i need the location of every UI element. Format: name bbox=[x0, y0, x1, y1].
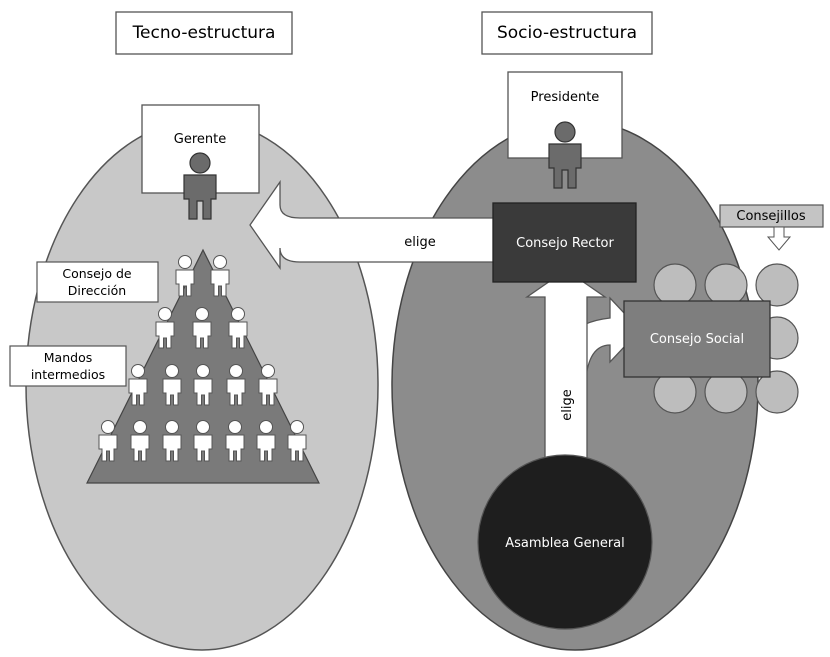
tecno-header: Tecno-estructura bbox=[115, 11, 293, 55]
consejillo-circle bbox=[755, 370, 799, 414]
consejillo-circle bbox=[653, 263, 697, 307]
mandos-intermedios-label: Mandos intermedios bbox=[9, 345, 127, 387]
svg-text:Tecno-estructura: Tecno-estructura bbox=[132, 23, 276, 43]
svg-text:Mandos: Mandos bbox=[44, 350, 92, 365]
elige-vertical-arrow bbox=[524, 269, 608, 461]
svg-text:Consejillos: Consejillos bbox=[736, 209, 805, 224]
svg-text:Consejo de: Consejo de bbox=[62, 266, 132, 281]
elige-vertical-label: elige bbox=[560, 389, 575, 420]
svg-text:Consejo Social: Consejo Social bbox=[650, 332, 744, 347]
consejo-rector-box: Consejo Rector bbox=[492, 202, 637, 283]
consejillo-circle bbox=[704, 263, 748, 307]
svg-text:Gerente: Gerente bbox=[174, 132, 226, 147]
svg-text:Socio-estructura: Socio-estructura bbox=[497, 23, 637, 43]
svg-text:Dirección: Dirección bbox=[68, 283, 126, 298]
asamblea-general-circle: Asamblea General bbox=[477, 454, 653, 630]
svg-text:Asamblea General: Asamblea General bbox=[505, 536, 625, 551]
consejillos-label: Consejillos bbox=[719, 204, 824, 228]
consejillos-arrow bbox=[766, 226, 792, 251]
consejillos-circles bbox=[653, 263, 799, 414]
socio-header: Socio-estructura bbox=[481, 11, 653, 55]
elige-horizontal-arrow bbox=[249, 179, 496, 271]
svg-text:Presidente: Presidente bbox=[531, 90, 600, 105]
presidente-box: Presidente bbox=[507, 71, 623, 159]
svg-text:intermedios: intermedios bbox=[31, 367, 105, 382]
consejo-direccion-label: Consejo de Dirección bbox=[36, 261, 159, 303]
consejo-social-box: Consejo Social bbox=[623, 300, 771, 378]
elige-horizontal-label: elige bbox=[404, 235, 435, 250]
svg-text:Consejo Rector: Consejo Rector bbox=[516, 236, 614, 251]
consejillo-circle bbox=[755, 263, 799, 307]
